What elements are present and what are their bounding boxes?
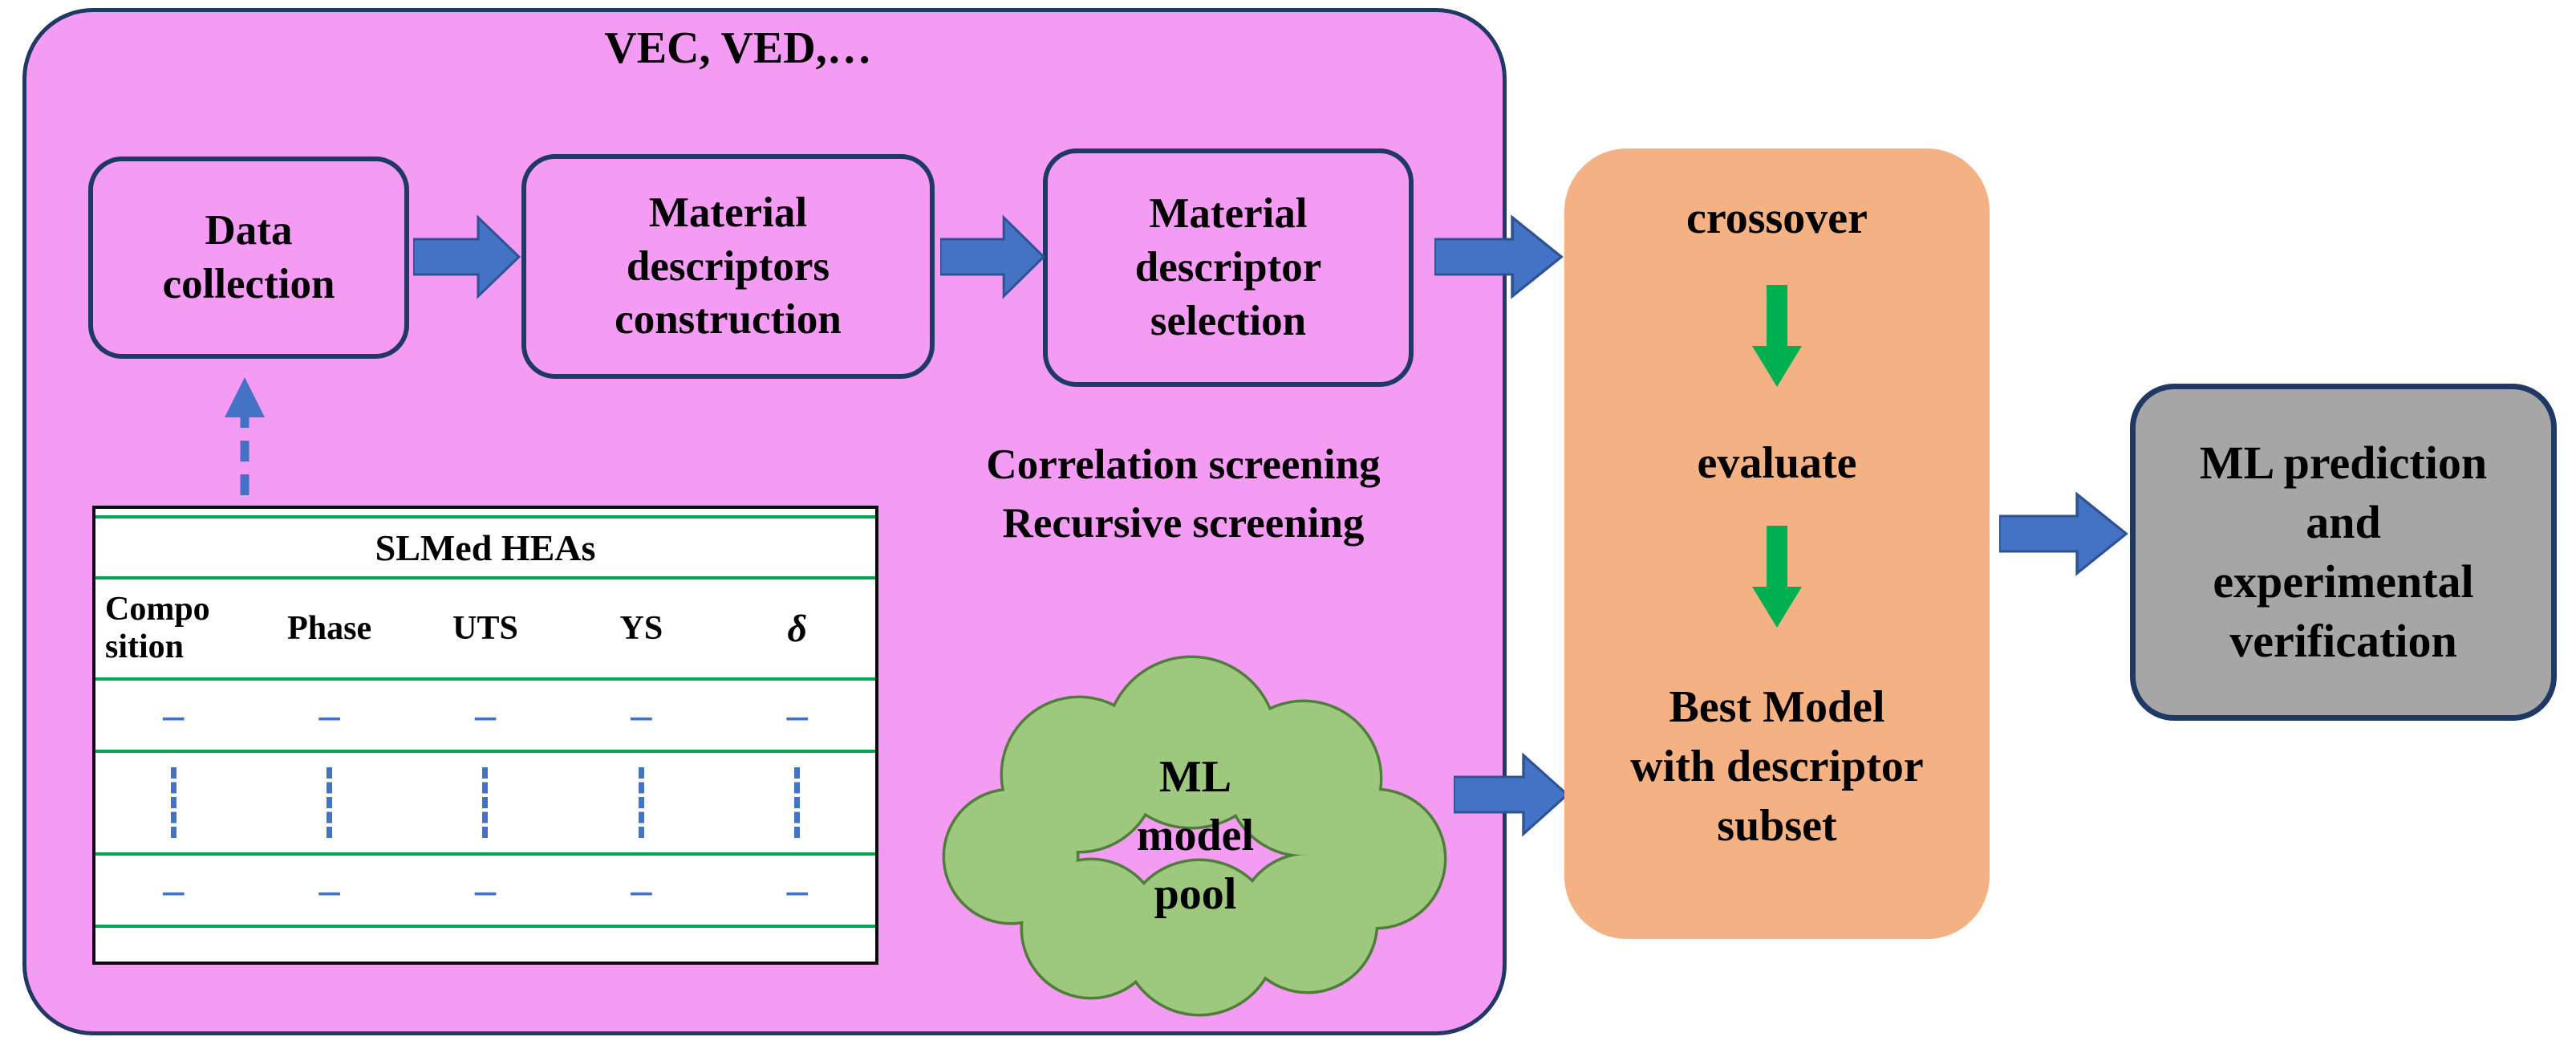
table-cell: –	[163, 692, 185, 738]
table-cell	[408, 767, 563, 838]
table-cell: –	[631, 692, 652, 738]
table-cell	[563, 767, 719, 838]
table-cell: –	[786, 867, 808, 913]
result-panel: ML prediction and experimental verificat…	[2130, 384, 2557, 721]
table-col-header: YS	[619, 610, 663, 647]
table-col-header: Phase	[287, 610, 372, 647]
table-col-header: Compo sition	[105, 590, 210, 665]
table-cell: –	[318, 692, 340, 738]
descriptor-selection-box: Material descriptor selection	[1043, 148, 1414, 387]
arrow-up-dashed-icon	[225, 377, 265, 495]
arrow-right-icon	[1454, 752, 1570, 837]
table-title: SLMed HEAs	[95, 518, 875, 579]
data-collection-box: Data collection	[88, 157, 409, 359]
dataset-table-body: SLMed HEAs Compo sition Phase UTS YS δ –…	[95, 515, 875, 962]
table-col-header: UTS	[452, 610, 518, 647]
table-cell: –	[631, 867, 652, 913]
arrow-right-icon	[1434, 214, 1564, 299]
table-cell	[720, 767, 875, 838]
table-cell: –	[474, 692, 496, 738]
screening-note-label: Correlation screening Recursive screenin…	[986, 441, 1381, 547]
descriptors-hint-label: VEC, VED,…	[604, 23, 872, 73]
arrow-right-icon	[1999, 491, 2128, 576]
crossover-label: crossover	[1686, 193, 1868, 243]
table-header-row: Compo sition Phase UTS YS δ	[95, 579, 875, 681]
table-col-header: δ	[787, 607, 808, 650]
table-cell: –	[786, 692, 808, 738]
table-row: – – – – –	[95, 681, 875, 753]
arrow-down-icon	[1752, 285, 1802, 387]
arrow-right-icon	[940, 214, 1046, 299]
table-spacer	[95, 928, 875, 962]
table-cell: –	[474, 867, 496, 913]
table-cell: –	[163, 867, 185, 913]
table-cell	[95, 767, 251, 838]
table-cell	[251, 767, 407, 838]
descriptors-construction-box: Material descriptors construction	[521, 154, 935, 379]
table-cell: –	[318, 867, 340, 913]
cloud-shape-icon	[942, 655, 1447, 1017]
ml-model-pool-label: ML model pool	[1136, 752, 1255, 919]
table-row-ellipsis	[95, 753, 875, 856]
arrow-down-icon	[1752, 526, 1802, 628]
evaluate-label: evaluate	[1697, 438, 1857, 488]
arrow-right-icon	[413, 214, 521, 299]
best-model-label: Best Model with descriptor subset	[1630, 682, 1924, 851]
table-row: – – – – –	[95, 856, 875, 928]
dataset-table: SLMed HEAs Compo sition Phase UTS YS δ –…	[92, 506, 878, 965]
